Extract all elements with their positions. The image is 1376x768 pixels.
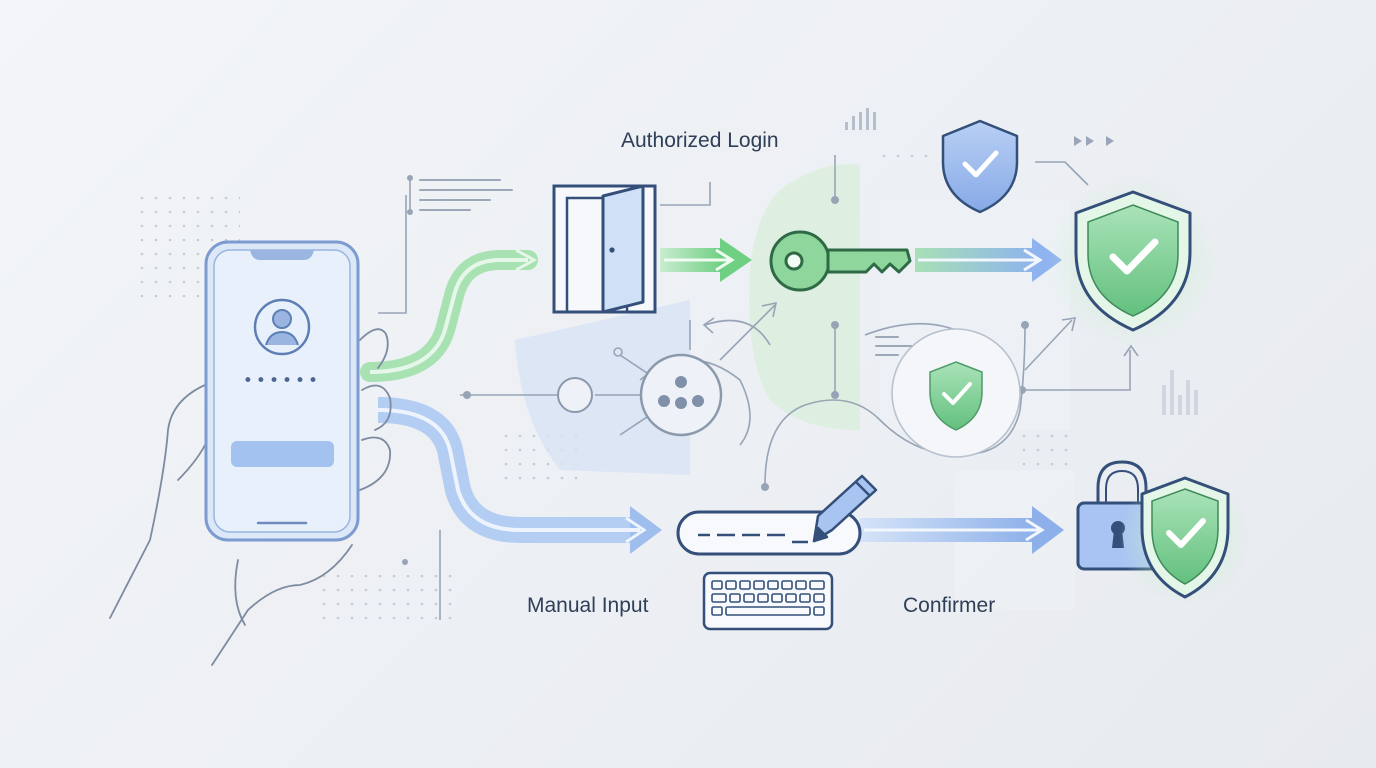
authorized-login-label: Authorized Login	[621, 129, 779, 152]
phone-login-button	[231, 441, 334, 467]
top-shield-check-icon	[941, 119, 1019, 214]
green-flow-path	[360, 248, 538, 382]
fast-forward-icon	[1074, 136, 1114, 146]
pencil-icon	[812, 474, 878, 543]
manual-input-label: Manual Input	[527, 594, 649, 617]
text-line-decorations	[419, 179, 913, 356]
hand-illustration	[109, 328, 392, 666]
background-shapes	[515, 164, 1075, 610]
avatar-icon	[253, 298, 311, 356]
mini-bar-chart-icon	[845, 108, 876, 130]
mini-bar-chart-icon-right	[1162, 370, 1198, 415]
blue-flow-path	[377, 397, 662, 554]
small-shield-check-icon	[891, 328, 1021, 458]
network-hub-icon	[639, 353, 723, 437]
authorized-shield-check-icon	[1048, 177, 1218, 347]
phone-device	[204, 240, 360, 542]
door-icon	[552, 184, 657, 314]
network-ring-node	[557, 377, 593, 413]
input-field-icon	[676, 510, 862, 556]
arrow-input-to-lock	[860, 506, 1064, 554]
confirmer-shield-check-icon	[1119, 472, 1251, 604]
confirmer-label: Confirmer	[903, 594, 996, 617]
key-icon	[769, 230, 912, 292]
keyboard-icon	[702, 571, 834, 631]
phone-password-mask: ••••••	[243, 371, 321, 391]
arrow-key-to-shield	[915, 238, 1062, 282]
arrow-door-to-key	[660, 238, 752, 282]
network-lines	[378, 155, 1131, 620]
